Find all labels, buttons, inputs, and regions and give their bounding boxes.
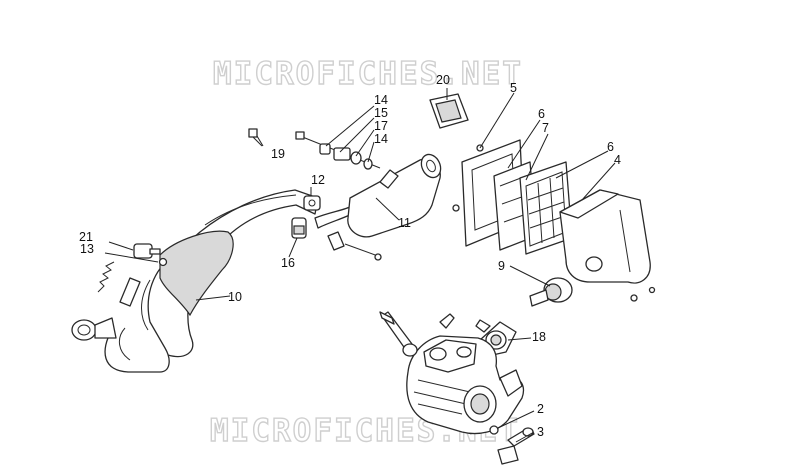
exhaust-pipe (71, 189, 319, 373)
rubber-sleeve (119, 277, 141, 307)
callout-7: 7 (542, 121, 549, 135)
callout-16: 16 (281, 256, 295, 270)
callout-6-right: 6 (607, 140, 614, 154)
callout-21: 21 (79, 230, 93, 244)
callout-15: 15 (374, 106, 388, 120)
callout-6-left: 6 (538, 107, 545, 121)
spring-13 (97, 261, 115, 293)
callout-20: 19 (271, 147, 285, 161)
callout-13: 13 (80, 242, 94, 256)
callout-19: 20 (436, 73, 450, 87)
callout-14-bottom: 14 (374, 132, 388, 146)
screw-20 (248, 128, 263, 147)
callout-4: 4 (614, 153, 621, 167)
callout-3: 3 (537, 425, 544, 439)
kick-lever (379, 311, 418, 357)
mount-21 (133, 243, 168, 267)
gasket-19 (429, 93, 469, 129)
watermark-top: MICROFICHES.NET (213, 56, 523, 92)
callout-11: 11 (398, 216, 411, 230)
air-box-4 (559, 189, 656, 302)
mount-12 (303, 195, 321, 211)
callout-18: 18 (532, 330, 546, 344)
callout-12: 12 (311, 173, 325, 187)
callout-14-top: 14 (374, 93, 388, 107)
mount-16 (291, 217, 307, 239)
callout-labels: 19 21 13 10 12 16 11 14 15 17 14 20 5 6 … (79, 73, 621, 439)
leader-lines (104, 88, 616, 443)
silencer (314, 153, 442, 261)
bolt-set (295, 131, 381, 170)
callout-17: 17 (374, 119, 388, 133)
callout-2: 2 (537, 402, 544, 416)
callout-9: 9 (498, 259, 505, 273)
rubber-connector-9 (529, 277, 573, 307)
callout-5: 5 (510, 81, 517, 95)
engine-block (406, 313, 525, 435)
starter-lever (497, 427, 535, 465)
callout-10: 10 (228, 290, 242, 304)
